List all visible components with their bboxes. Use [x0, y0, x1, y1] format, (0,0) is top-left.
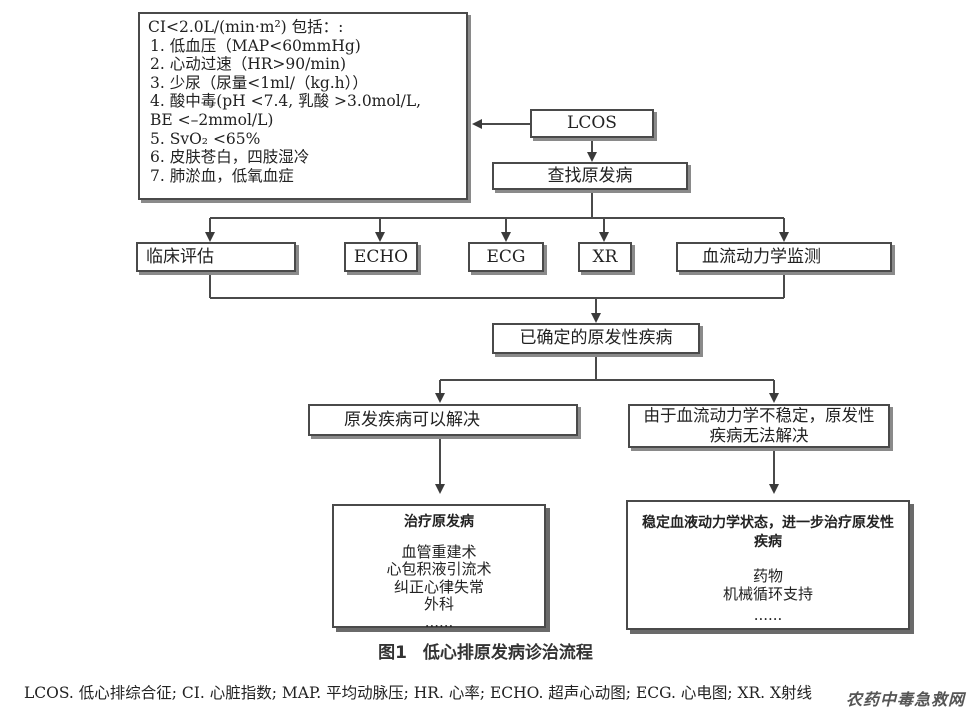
- echo-node: ECHO: [344, 242, 418, 272]
- abbreviation-note: LCOS. 低心排综合征; CI. 心脏指数; MAP. 平均动脉压; HR. …: [24, 684, 813, 702]
- criteria-item: 5. SvO₂ <65%: [150, 129, 261, 148]
- lcos-node: LCOS: [530, 109, 654, 138]
- hemodynamic-monitoring-label: 血流动力学监测: [702, 246, 821, 267]
- treat-primary-box: 治疗原发病 血管重建术 心包积液引流术 纠正心律失常 外科 ......: [332, 504, 546, 630]
- treat-stabilize-title: 稳定血液动力学状态，进一步治疗原发性疾病: [642, 515, 894, 550]
- clinical-assessment-label: 临床评估: [146, 246, 214, 267]
- criteria-item: 3. 少尿（尿量<1ml/（kg.h））: [150, 73, 368, 92]
- treat-stabilize-item: ......: [753, 606, 783, 624]
- confirmed-disease-node: 已确定的原发性疾病: [492, 323, 700, 354]
- lcos-criteria-box: CI<2.0L/(min·m²) 包括：: 1. 低血压（MAP<60mmHg)…: [138, 12, 468, 200]
- clinical-assessment-node: 临床评估: [136, 242, 296, 272]
- watermark-text: 农药中毒急救网: [845, 690, 965, 709]
- xr-label: XR: [592, 246, 618, 267]
- ecg-label: ECG: [486, 246, 526, 267]
- find-cause-label: 查找原发病: [547, 165, 633, 186]
- unresolvable-node: 由于血流动力学不稳定，原发性疾病无法解决: [628, 404, 890, 448]
- treat-primary-item: ......: [424, 612, 454, 631]
- criteria-item: 2. 心动过速（HR>90/min): [150, 55, 347, 74]
- treat-primary-title: 治疗原发病: [404, 514, 474, 530]
- criteria-list: 1. 低血压（MAP<60mmHg) 2. 心动过速（HR>90/min) 3.…: [146, 37, 421, 186]
- confirmed-disease-label: 已确定的原发性疾病: [519, 328, 673, 349]
- resolvable-label: 原发疾病可以解决: [344, 409, 480, 430]
- criteria-title: CI<2.0L/(min·m²) 包括：:: [148, 18, 344, 36]
- criteria-item: 6. 皮肤苍白，四肢湿冷: [150, 148, 310, 167]
- criteria-item-continued: BE <–2mmol/L): [150, 110, 274, 129]
- treat-stabilize-box: 稳定血液动力学状态，进一步治疗原发性疾病 药物 机械循环支持 ......: [626, 500, 910, 630]
- ecg-node: ECG: [468, 242, 544, 272]
- treat-primary-list: 血管重建术 心包积液引流术 纠正心律失常 外科 ......: [334, 542, 544, 632]
- echo-label: ECHO: [353, 246, 409, 267]
- lcos-label: LCOS: [567, 113, 617, 134]
- criteria-item: 7. 肺淤血，低氧血症: [150, 166, 294, 185]
- xr-node: XR: [578, 242, 632, 272]
- figure-title: 低心排原发病诊治流程: [422, 643, 593, 663]
- hemodynamic-monitoring-node: 血流动力学监测: [676, 242, 892, 272]
- figure-caption: 图1 低心排原发病诊治流程: [0, 638, 971, 663]
- treat-primary-item: 血管重建术: [401, 542, 477, 561]
- treat-stabilize-item: 机械循环支持: [722, 584, 813, 603]
- unresolvable-label: 由于血流动力学不稳定，原发性疾病无法解决: [643, 406, 875, 445]
- figure-number: 图1: [378, 643, 407, 663]
- treat-primary-item: 纠正心律失常: [393, 577, 484, 596]
- treat-stabilize-list: 药物 机械循环支持 ......: [638, 567, 898, 625]
- find-cause-node: 查找原发病: [492, 162, 688, 190]
- criteria-item: 1. 低血压（MAP<60mmHg): [150, 36, 361, 55]
- treat-primary-item: 心包积液引流术: [386, 560, 492, 578]
- criteria-item: 4. 酸中毒(pH <7.4, 乳酸 >3.0mol/L,: [150, 92, 422, 111]
- treat-stabilize-item: 药物: [752, 567, 783, 585]
- resolvable-node: 原发疾病可以解决: [308, 404, 578, 436]
- treat-primary-item: 外科: [423, 595, 454, 613]
